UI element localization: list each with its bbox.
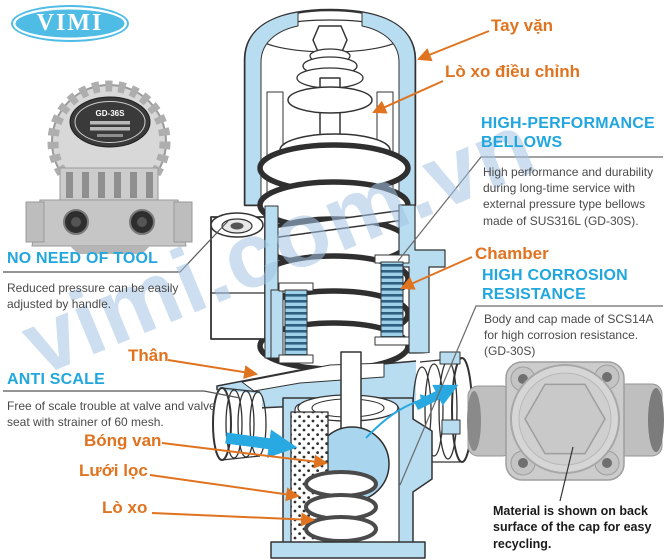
text-anti-scale: Free of scale trouble at valve and valve… bbox=[7, 399, 216, 430]
text-no-need-of-tool: Reduced pressure can be easily adjusted … bbox=[7, 281, 179, 312]
bong-van-arrow bbox=[161, 442, 329, 469]
label-bong-van: Bóng van bbox=[84, 431, 162, 450]
bottom-spring bbox=[304, 470, 378, 543]
label-tay-van: Tay vặn bbox=[491, 16, 554, 35]
vimi-logo-text: VIMI bbox=[36, 10, 104, 36]
product-photo-regulator: GD-36S bbox=[25, 80, 193, 254]
anti-scale-leader-line bbox=[3, 390, 241, 399]
heading-no-need-of-tool: NO NEED OF TOOL bbox=[7, 250, 159, 267]
knurled-handle bbox=[47, 80, 171, 204]
valve-cross-section-diagram bbox=[210, 8, 473, 559]
flow-in-arrow bbox=[225, 429, 298, 458]
product-photo-body-cap bbox=[467, 361, 664, 481]
material-note: Material is shown on back surface of the… bbox=[493, 504, 652, 551]
vimi-logo: VIMI bbox=[13, 7, 127, 40]
lo-xo-dieu-chinh-arrow bbox=[372, 80, 444, 114]
bellows-leader-line bbox=[397, 156, 663, 262]
label-than: Thân bbox=[128, 346, 169, 365]
no-tool-leader-line bbox=[3, 220, 229, 273]
label-lo-xo-dieu-chinh: Lò xo điều chỉnh bbox=[445, 62, 581, 81]
bellows-right bbox=[374, 254, 410, 346]
heading-high-performance-bellows: HIGH-PERFORMANCE BELLOWS bbox=[481, 115, 655, 152]
socket-bolt bbox=[230, 222, 244, 230]
heading-anti-scale: ANTI SCALE bbox=[7, 371, 105, 388]
valve-body-photo bbox=[31, 199, 187, 247]
tay-van-arrow bbox=[417, 30, 490, 62]
flow-path-line bbox=[365, 394, 433, 439]
material-leader-line bbox=[559, 446, 574, 502]
corrosion-leader-line bbox=[399, 305, 663, 486]
text-high-corrosion-resistance: Body and cap made of SCS14A for high cor… bbox=[484, 312, 653, 359]
bellows-left bbox=[270, 282, 314, 364]
chamber-arrow bbox=[400, 256, 473, 290]
label-luoi-loc: Lưới lọc bbox=[79, 461, 148, 480]
heading-high-corrosion-resistance: HIGH CORROSION RESISTANCE bbox=[482, 267, 628, 304]
luoi-loc-arrow bbox=[149, 474, 301, 502]
lo-xo-arrow bbox=[151, 512, 316, 527]
than-arrow bbox=[167, 359, 259, 380]
bottom-cap bbox=[270, 541, 426, 559]
flow-arrows bbox=[225, 384, 459, 458]
text-high-performance-bellows: High performance and durability during l… bbox=[483, 165, 654, 228]
label-chamber: Chamber bbox=[475, 244, 549, 263]
leader-lines bbox=[3, 30, 663, 527]
hex-cap bbox=[524, 383, 606, 455]
label-lo-xo: Lò xo bbox=[102, 498, 148, 517]
model-label: GD-36S bbox=[96, 109, 126, 118]
